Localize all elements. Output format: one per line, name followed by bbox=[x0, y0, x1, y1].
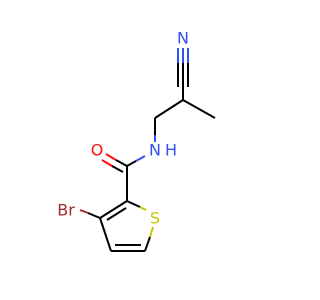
atom-label-thiophene-s: S bbox=[150, 209, 160, 228]
bond-nh-co bbox=[135, 155, 146, 162]
molecule-diagram: N N H O S Br bbox=[57, 29, 216, 252]
bond-c3-br bbox=[87, 212, 101, 219]
bond-c3-br-br bbox=[79, 209, 89, 214]
atom-label-amide-n: N bbox=[149, 141, 161, 160]
carbonyl-double-bond bbox=[101, 153, 128, 173]
nitrile-triple-bond bbox=[177, 48, 189, 87]
atom-label-bromine: Br bbox=[57, 201, 75, 220]
bond-ch-methyl bbox=[182, 99, 216, 119]
atom-label-nitrile-n: N bbox=[177, 29, 189, 48]
thiophene-ring bbox=[99, 200, 154, 252]
atom-label-amide-h: H bbox=[165, 141, 177, 160]
atom-label-carbonyl-o: O bbox=[91, 141, 104, 160]
bond-ch-ch2 bbox=[154, 99, 184, 119]
bond-nh-co-c bbox=[126, 160, 137, 167]
